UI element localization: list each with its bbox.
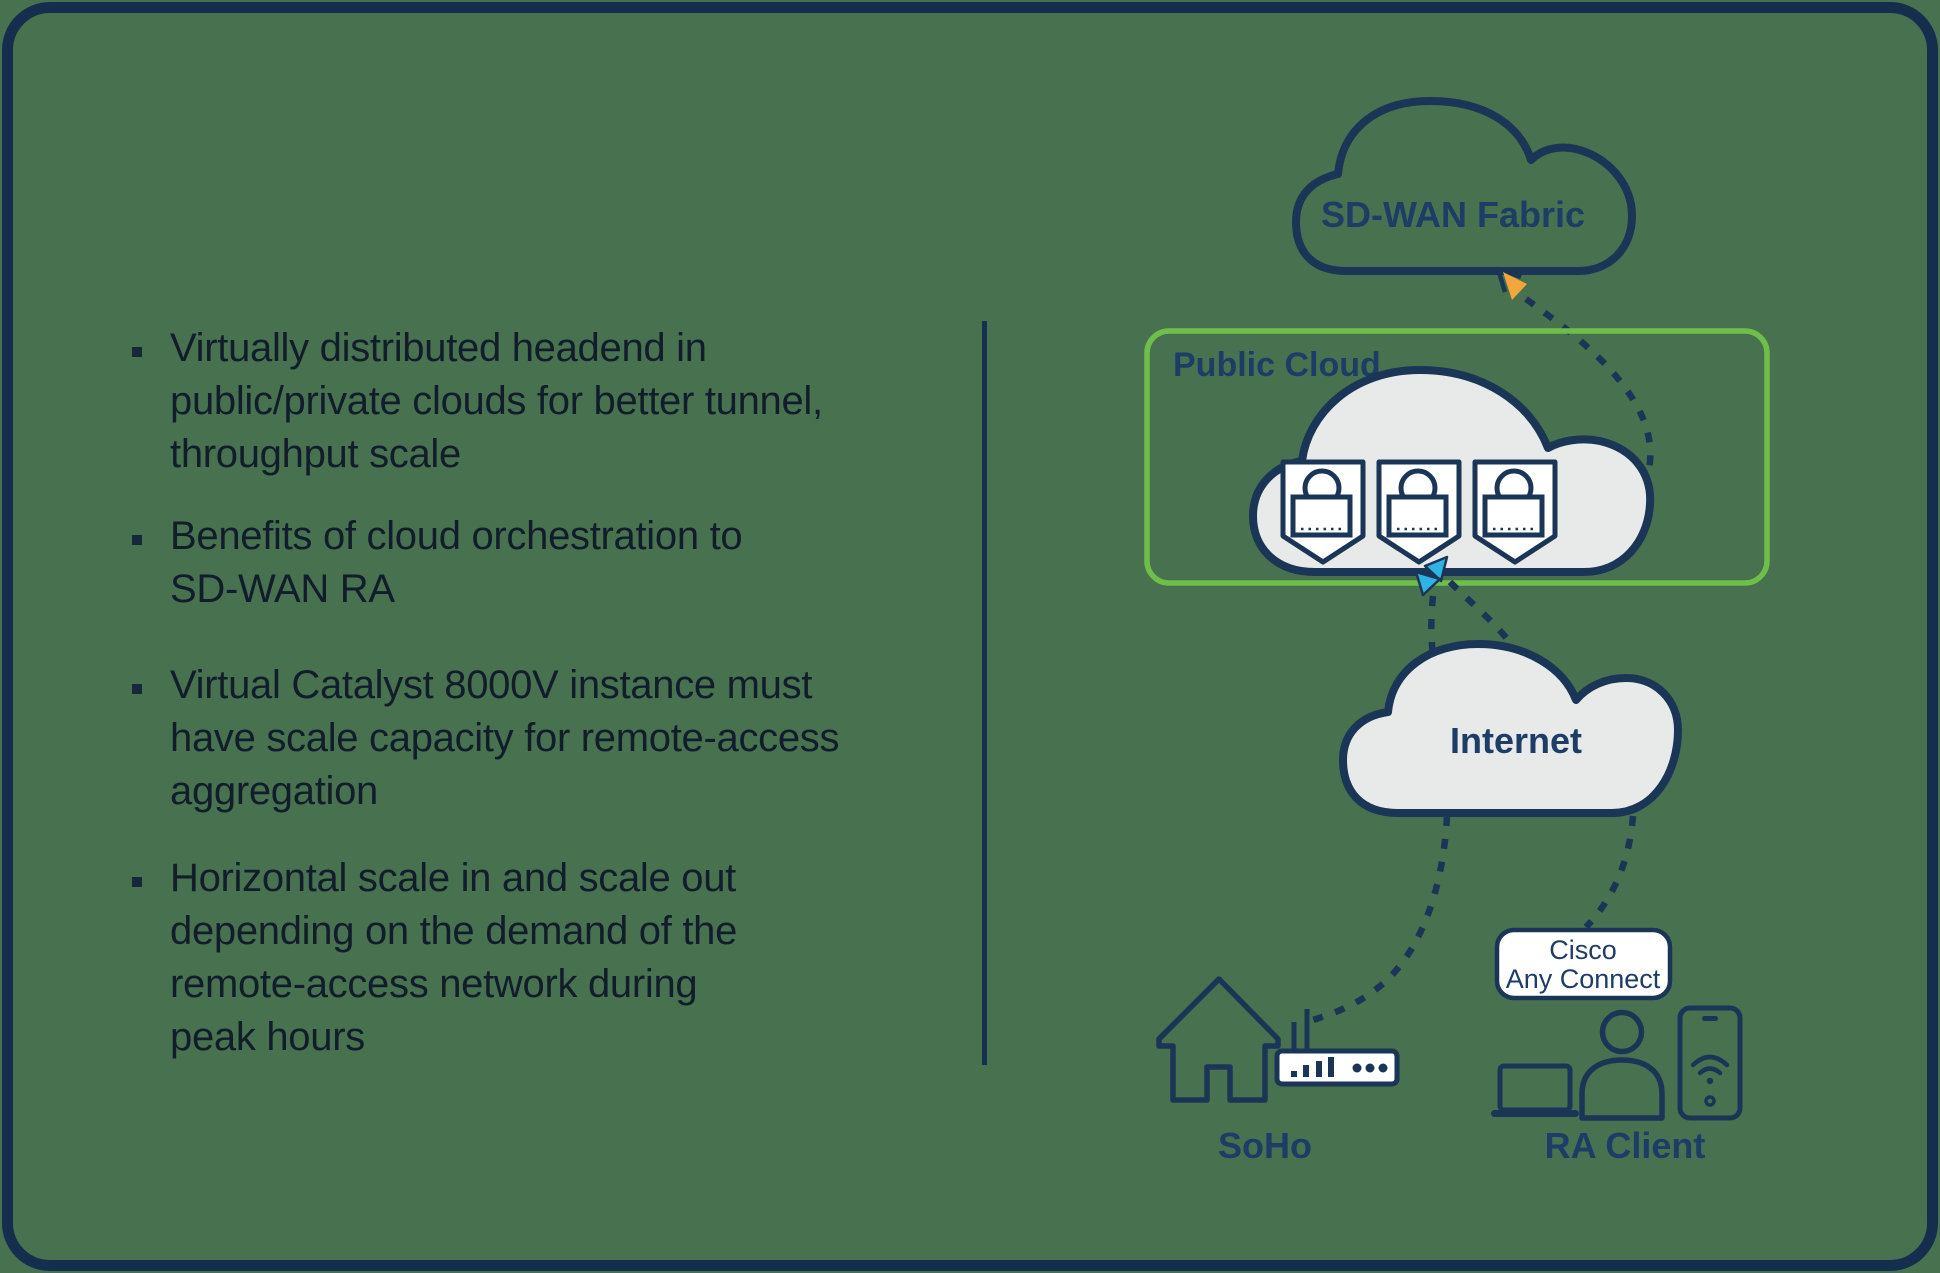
bullet-square-icon <box>132 347 142 357</box>
person-icon <box>1579 1009 1665 1121</box>
anyconnect-line1: Cisco <box>1549 935 1617 965</box>
shield-lock-icon <box>1472 459 1558 565</box>
bullet-item: Virtual Catalyst 8000V instance must hav… <box>132 659 950 818</box>
bullet-text: Virtual Catalyst 8000V instance must hav… <box>170 663 840 813</box>
bullet-text: Benefits of cloud orchestration to SD-WA… <box>170 514 743 611</box>
laptop-icon <box>1491 1063 1579 1117</box>
bullet-item: Virtually distributed headend in public/… <box>132 322 950 481</box>
anyconnect-line2: Any Connect <box>1506 964 1661 994</box>
bullet-square-icon <box>132 877 142 887</box>
bullet-square-icon <box>132 535 142 545</box>
router-icon <box>1274 1009 1400 1087</box>
orange-arrowhead-icon <box>1495 266 1527 300</box>
bullet-item: Benefits of cloud orchestration to SD-WA… <box>132 510 950 616</box>
sdwan-fabric-cloud-icon: SD-WAN Fabric <box>1292 97 1636 275</box>
shield-lock-icon <box>1280 459 1366 565</box>
sdwan-fabric-label: SD-WAN Fabric <box>1321 194 1585 235</box>
house-icon <box>1156 976 1281 1103</box>
internet-cloud-icon: Internet <box>1339 640 1682 817</box>
shield-lock-icon <box>1376 459 1462 565</box>
bullet-text: Horizontal scale in and scale out depend… <box>170 856 738 1059</box>
public-cloud-label: Public Cloud <box>1173 346 1381 384</box>
wifi-icon <box>1690 1054 1730 1085</box>
dashed-link-ra-to-internet <box>1583 815 1637 930</box>
dashed-link-soho-to-internet <box>1311 815 1451 1024</box>
bullet-list: Virtually distributed headend in public/… <box>132 0 962 1100</box>
soho-label: SoHo <box>1218 1125 1312 1166</box>
bullet-item: Horizontal scale in and scale out depend… <box>132 852 950 1064</box>
public-cloud-box: Public Cloud <box>1144 328 1770 586</box>
ra-client-label: RA Client <box>1545 1125 1706 1166</box>
vertical-divider <box>982 321 987 1065</box>
smartphone-icon <box>1677 1005 1743 1121</box>
bidirectional-arrow-icon <box>1414 555 1449 597</box>
dashed-link-internet-to-cloud-b <box>1447 579 1511 643</box>
anyconnect-badge: Cisco Any Connect <box>1494 927 1673 1001</box>
bullet-text: Virtually distributed headend in public/… <box>170 326 823 476</box>
internet-label: Internet <box>1450 720 1582 761</box>
bullet-square-icon <box>132 684 142 694</box>
